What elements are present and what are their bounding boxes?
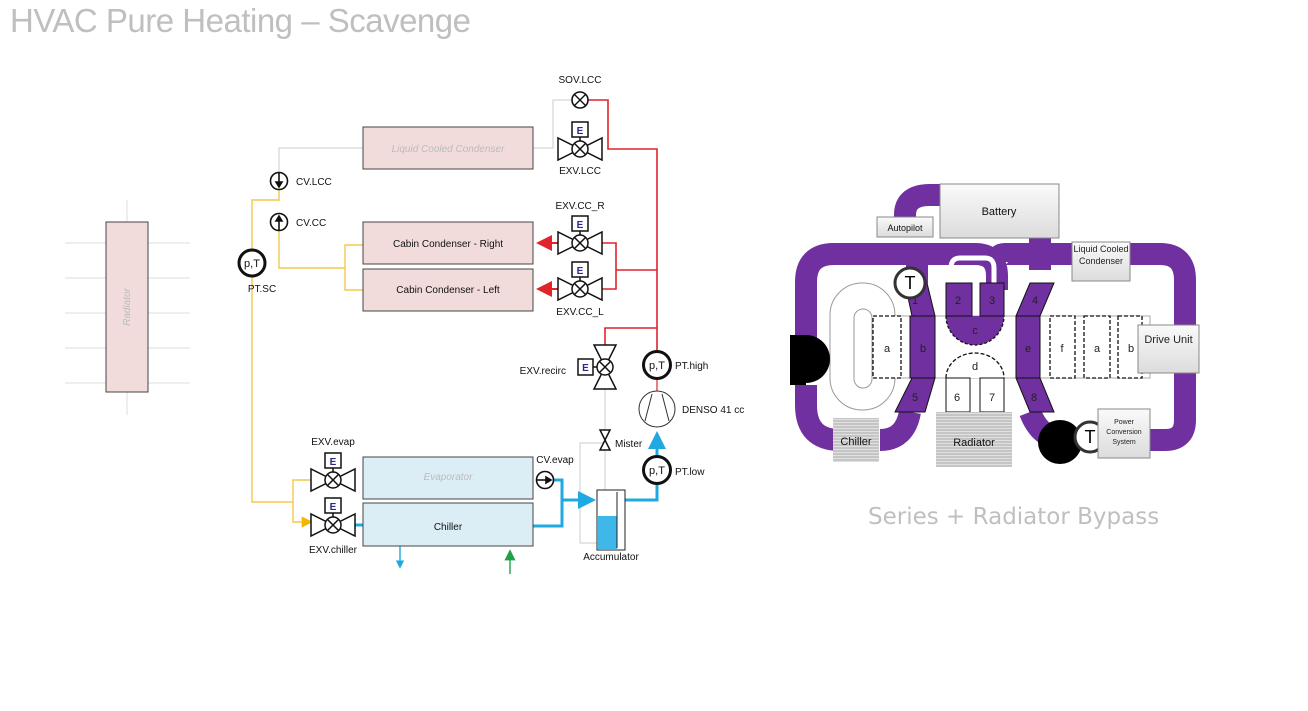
pt-low-sensor: p,T PT.low: [642, 455, 705, 485]
drive-unit-box: Drive Unit: [1137, 324, 1200, 374]
refrigerant-lines: [251, 99, 666, 574]
port-3: 3: [989, 295, 995, 307]
svg-text:Chiller: Chiller: [840, 436, 872, 448]
svg-text:E: E: [577, 220, 584, 231]
section-c: c: [972, 325, 978, 337]
pcs-box: Power Conversion System: [1097, 408, 1151, 459]
svg-text:Autopilot: Autopilot: [887, 223, 923, 233]
lcc-box: Liquid Cooled Condenser: [1071, 241, 1131, 282]
svg-text:EXV.evap: EXV.evap: [311, 437, 355, 448]
exv-cc-l-valve: E EXV.CC_L: [556, 261, 604, 318]
svg-text:EXV.recirc: EXV.recirc: [520, 366, 566, 377]
radiator-stub: Radiator: [65, 200, 190, 415]
svg-text:PT.high: PT.high: [675, 361, 708, 372]
section-f: f: [1060, 343, 1064, 355]
pt-high-sensor: p,T PT.high: [642, 350, 708, 380]
svg-text:CV.LCC: CV.LCC: [296, 177, 332, 188]
svg-text:E: E: [577, 126, 584, 137]
autopilot-box: Autopilot: [876, 216, 934, 238]
diagram-caption: Series + Radiator Bypass: [868, 504, 1160, 530]
accumulator: Accumulator: [583, 489, 639, 563]
svg-text:Liquid Cooled Condenser: Liquid Cooled Condenser: [392, 144, 506, 155]
port-1: 1: [912, 295, 918, 307]
exv-evap-valve: E EXV.evap: [310, 437, 356, 493]
svg-text:E: E: [582, 363, 589, 374]
port-5: 5: [912, 392, 918, 404]
port-8: 8: [1031, 392, 1037, 404]
svg-text:p,T: p,T: [649, 465, 665, 477]
section-b2: b: [1128, 343, 1134, 355]
svg-text:Evaporator: Evaporator: [424, 472, 474, 483]
port-7: 7: [989, 392, 995, 404]
svg-text:Radiator: Radiator: [953, 437, 995, 449]
svg-text:T: T: [1085, 427, 1096, 447]
pump-left-icon: [790, 335, 830, 385]
svg-text:p,T: p,T: [649, 360, 665, 372]
svg-text:p,T: p,T: [244, 258, 260, 270]
svg-text:PT.low: PT.low: [675, 467, 705, 478]
svg-text:T: T: [905, 273, 916, 293]
svg-text:EXV.CC_R: EXV.CC_R: [555, 201, 604, 212]
section-b: b: [920, 343, 926, 355]
chiller-box: Chiller: [833, 418, 879, 462]
svg-text:EXV.LCC: EXV.LCC: [559, 166, 601, 177]
svg-text:E: E: [330, 457, 337, 468]
liquid-cooled-condenser: Liquid Cooled Condenser: [362, 126, 534, 170]
section-e: e: [1025, 343, 1031, 355]
sov-lcc-valve: SOV.LCC: [559, 75, 602, 109]
exv-cc-r-valve: E EXV.CC_R: [555, 201, 605, 256]
svg-text:E: E: [577, 266, 584, 277]
svg-text:EXV.CC_L: EXV.CC_L: [556, 307, 604, 318]
svg-text:Chiller: Chiller: [434, 522, 463, 533]
chiller: Chiller: [362, 502, 534, 547]
svg-text:Battery: Battery: [982, 206, 1017, 218]
svg-text:DENSO 41 cc: DENSO 41 cc: [682, 405, 744, 416]
exv-recirc-valve: E EXV.recirc: [520, 344, 618, 390]
svg-text:PT.SC: PT.SC: [248, 284, 276, 295]
radiator-label: Radiator: [122, 287, 133, 325]
exv-lcc-valve: E EXV.LCC: [557, 121, 603, 177]
radiator-box: Radiator: [936, 412, 1012, 467]
svg-text:Cabin Condenser - Left: Cabin Condenser - Left: [396, 285, 500, 296]
cabin-condenser-left: Cabin Condenser - Left: [362, 268, 534, 312]
cv-cc-check-valve: CV.CC: [269, 212, 326, 232]
port-2: 2: [955, 295, 961, 307]
section-a: a: [884, 343, 891, 355]
pump-bottom-icon: [1038, 420, 1082, 464]
pt-sc-sensor: p,T PT.SC: [237, 248, 276, 295]
section-a2: a: [1094, 343, 1101, 355]
svg-text:Accumulator: Accumulator: [583, 552, 639, 563]
svg-text:SOV.LCC: SOV.LCC: [559, 75, 602, 86]
cv-lcc-check-valve: CV.LCC: [269, 171, 332, 191]
svg-text:Mister: Mister: [615, 439, 643, 450]
svg-text:E: E: [330, 502, 337, 513]
cabin-condenser-right: Cabin Condenser - Right: [362, 221, 534, 265]
temp-sensor-1: T: [893, 266, 927, 300]
port-4: 4: [1032, 295, 1038, 307]
cv-evap-check-valve: CV.evap: [535, 455, 574, 490]
slide-title: HVAC Pure Heating – Scavenge: [10, 2, 471, 39]
port-6: 6: [954, 392, 960, 404]
battery-box: Battery: [939, 183, 1060, 239]
exv-chiller-valve: E EXV.chiller: [309, 497, 358, 556]
svg-text:EXV.chiller: EXV.chiller: [309, 545, 358, 556]
coolant-loop-diagram: 1 2 3 4 5 6 7 8 a b c d e f a b T T: [790, 183, 1200, 467]
svg-text:Cabin Condenser - Right: Cabin Condenser - Right: [393, 239, 503, 250]
compressor: DENSO 41 cc: [638, 390, 744, 428]
section-d: d: [972, 361, 978, 373]
svg-text:CV.evap: CV.evap: [536, 455, 574, 466]
evaporator: Evaporator: [362, 456, 534, 500]
mister-valve: Mister: [598, 429, 643, 451]
svg-text:CV.CC: CV.CC: [296, 218, 326, 229]
